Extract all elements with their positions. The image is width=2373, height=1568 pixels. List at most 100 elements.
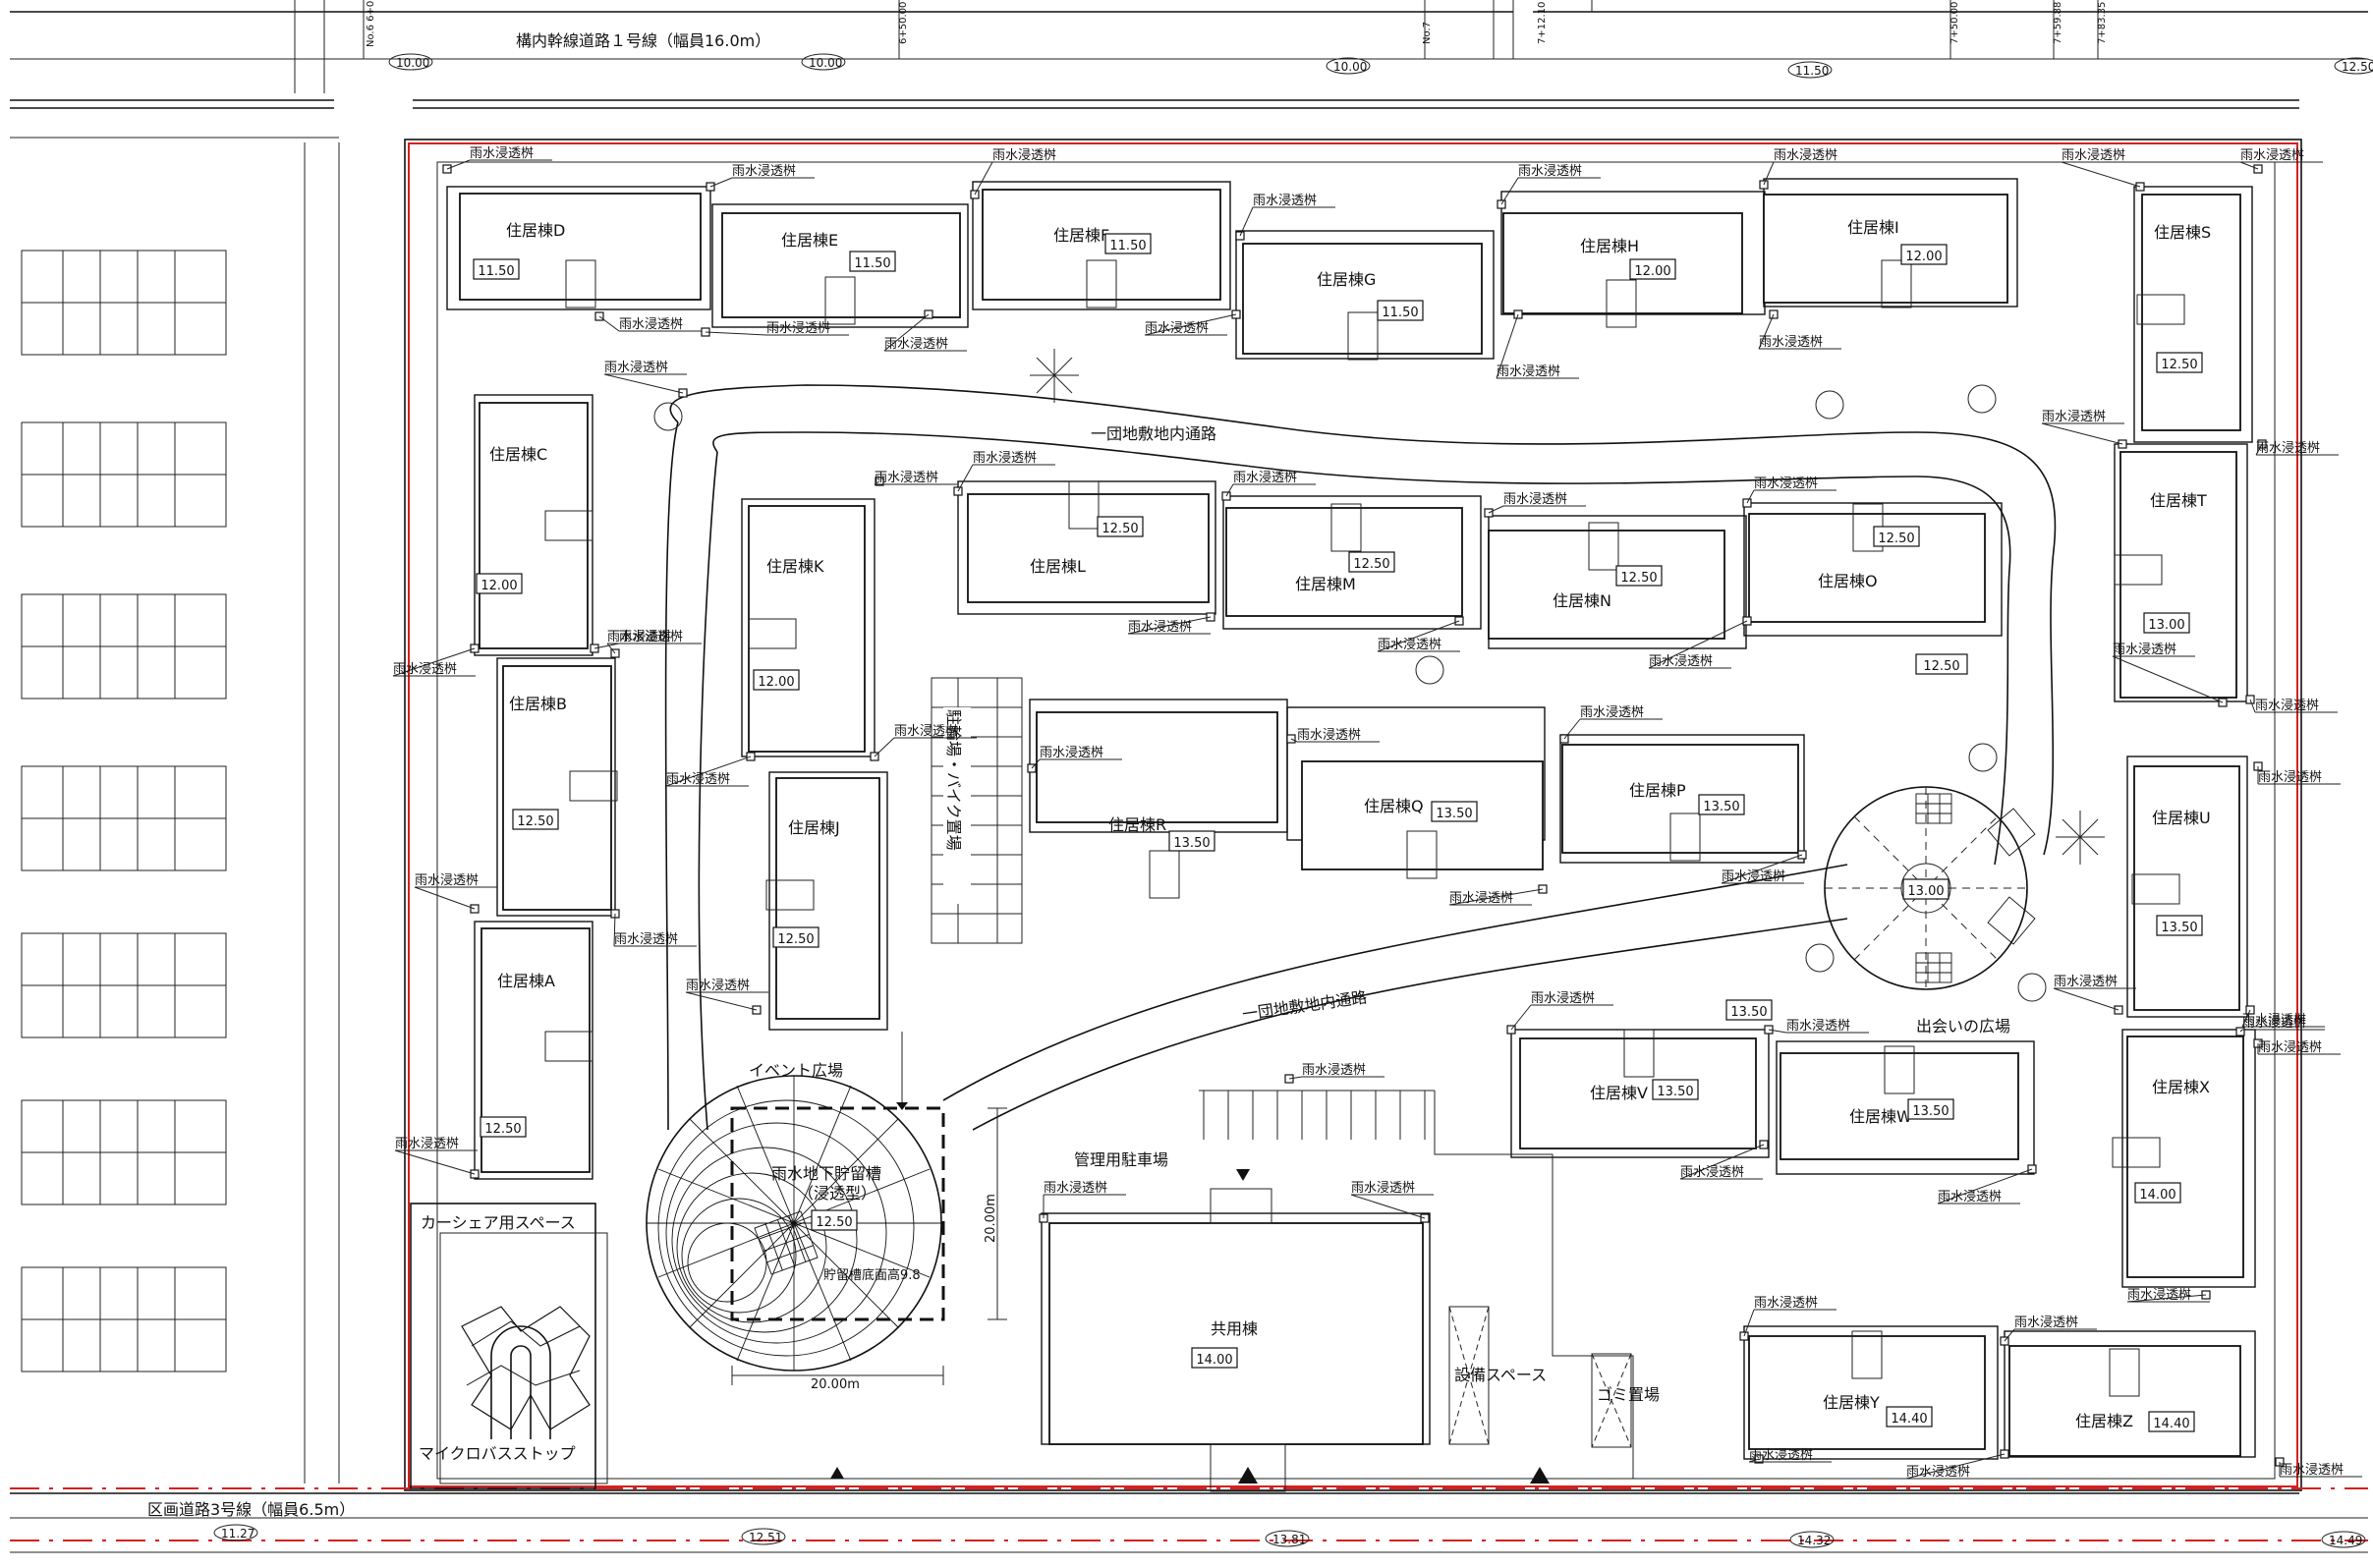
top-road-stations: No.6 6+0.25 6+50.00 No.7 7+12.10 7+50.00… (366, 0, 2108, 47)
top-road-width: 10.00 (396, 56, 429, 70)
station: No.6 6+0.25 (366, 0, 376, 47)
building-elevation: 13.50 (1173, 836, 1210, 851)
building-footprint (1301, 760, 1544, 870)
building-label: 住居棟G (1317, 270, 1376, 289)
inlet-leader (1510, 1004, 1532, 1031)
building-elevation: 11.50 (1382, 306, 1418, 320)
inlet-label: 雨水浸透桝 (2062, 147, 2125, 163)
building-entry (544, 510, 593, 541)
building-footprint (2119, 451, 2237, 699)
building-entry (1330, 503, 1362, 552)
inlet-leader (1768, 1029, 1787, 1034)
inlet-label: 雨水浸透桝 (973, 450, 1037, 466)
rain-inlets: 雨水浸透桝雨水浸透桝雨水浸透桝雨水浸透桝雨水浸透桝雨水浸透桝雨水浸透桝雨水浸透桝… (392, 145, 2362, 1480)
rain-inlet: 雨水浸透桝 (1748, 1447, 1832, 1464)
building-elevation-box (1629, 258, 1676, 280)
tank-bottom: 貯留槽底面高9.8 (823, 1267, 921, 1283)
building-elevation: 12.00 (1905, 250, 1942, 264)
inlet-leader (1488, 505, 1504, 514)
rain-inlet: 雨水浸透桝 (1286, 727, 1380, 744)
inlet-leader (1563, 718, 1581, 740)
inlet-leader (414, 886, 476, 910)
inlet-label: 雨水浸透桝 (619, 629, 683, 644)
building-label: 住居棟D (506, 221, 565, 240)
station: No.7 (1422, 22, 1433, 44)
building-pad (1235, 230, 1495, 360)
rain-inlet: 雨水浸透桝 (1739, 1295, 1836, 1341)
building-entry (1149, 850, 1180, 899)
building-pad (2121, 1029, 2256, 1288)
inlet-leader (1496, 313, 1519, 379)
bottom-road-level: 14.32 (1797, 1534, 1831, 1547)
inlet-leader (874, 737, 895, 757)
building-entry (1347, 311, 1379, 361)
rain-inlet: 雨水浸透桝 (1758, 309, 1841, 350)
inlet-label: 雨水浸透桝 (2255, 698, 2319, 713)
inlet-leader (1144, 313, 1237, 336)
building-label: 住居棟B (509, 695, 567, 713)
building-footprint (2008, 1345, 2241, 1457)
tree-icon (2017, 973, 2047, 1002)
rain-inlet: 雨水浸透桝 (2061, 147, 2145, 192)
inlet-leader (1763, 161, 1775, 186)
garbage-label: ゴミ置場 (1597, 1385, 1660, 1404)
building-elevation: 12.50 (1353, 557, 1389, 572)
bottom-road-level: 11.27 (221, 1527, 254, 1540)
inlet-label: 雨水浸透桝 (894, 723, 958, 739)
building-entry (2112, 1137, 2161, 1168)
management-parking: 管理用駐車場 (1074, 1090, 1634, 1479)
building-footprint (775, 777, 880, 1020)
inlet-label: 雨水浸透桝 (2042, 409, 2106, 424)
inlet-label: 雨水浸透桝 (1040, 745, 1103, 760)
tree-icon (1030, 349, 1079, 403)
inlet-label: 雨水浸透桝 (732, 163, 796, 179)
inlet-label: 雨水浸透桝 (1938, 1189, 2002, 1204)
building-footprint (748, 505, 866, 753)
tank-height: 20.00m (984, 1194, 998, 1243)
inlet-leader (1679, 1144, 1765, 1180)
top-road-width: 10.00 (809, 56, 842, 70)
rain-inlet: 雨水浸透桝 (1496, 309, 1579, 379)
rain-inlet: 雨水浸透桝 (883, 309, 967, 352)
building-label: 住居棟C (489, 445, 547, 464)
inlet-leader (1448, 888, 1544, 906)
building-elevation-box (1900, 244, 1948, 265)
inlet-label: 雨水浸透桝 (1297, 727, 1361, 743)
building-entry (1669, 812, 1701, 862)
station: 7+83.35 (2097, 2, 2108, 44)
building-entry (1406, 830, 1438, 879)
tree-icon (1415, 655, 1444, 685)
building-label: 住居棟A (497, 972, 555, 990)
rain-inlet: 雨水浸透桝 (1559, 704, 1663, 744)
inlet-leader (2004, 1328, 2015, 1342)
station: 7+50.00 (1949, 2, 1960, 44)
building-label: 住居棟X (2152, 1078, 2210, 1096)
inlet-label: 雨水浸透桝 (1253, 193, 1317, 208)
building-elevation-box (849, 251, 896, 272)
rain-inlet: 雨水浸透桝 (665, 752, 756, 787)
inlet-label: 雨水浸透桝 (470, 145, 534, 161)
building-footprint (1048, 1222, 1424, 1445)
inlet-leader (1937, 1168, 2033, 1204)
carshare-area: カーシェア用スペース マイクロバスストップ (410, 1203, 608, 1489)
inlet-leader (2041, 422, 2123, 445)
building-footprint (1780, 1052, 2019, 1160)
rain-inlet: 雨水浸透桝 (1648, 616, 1752, 669)
buildings: 住居棟D11.50住居棟E11.50住居棟F11.50住居棟G11.50住居棟H… (446, 178, 2256, 1460)
rain-inlet: 雨水浸透桝 (1284, 1062, 1384, 1084)
inlet-label: 雨水浸透桝 (2242, 1012, 2306, 1028)
bottom-road: 区画道路3号線（幅員6.5m） 11.27 12.51 13.81 14.32 … (10, 1487, 2368, 1553)
rain-inlet: 雨水浸透桝 (2235, 1015, 2325, 1036)
building-footprint (459, 193, 702, 301)
